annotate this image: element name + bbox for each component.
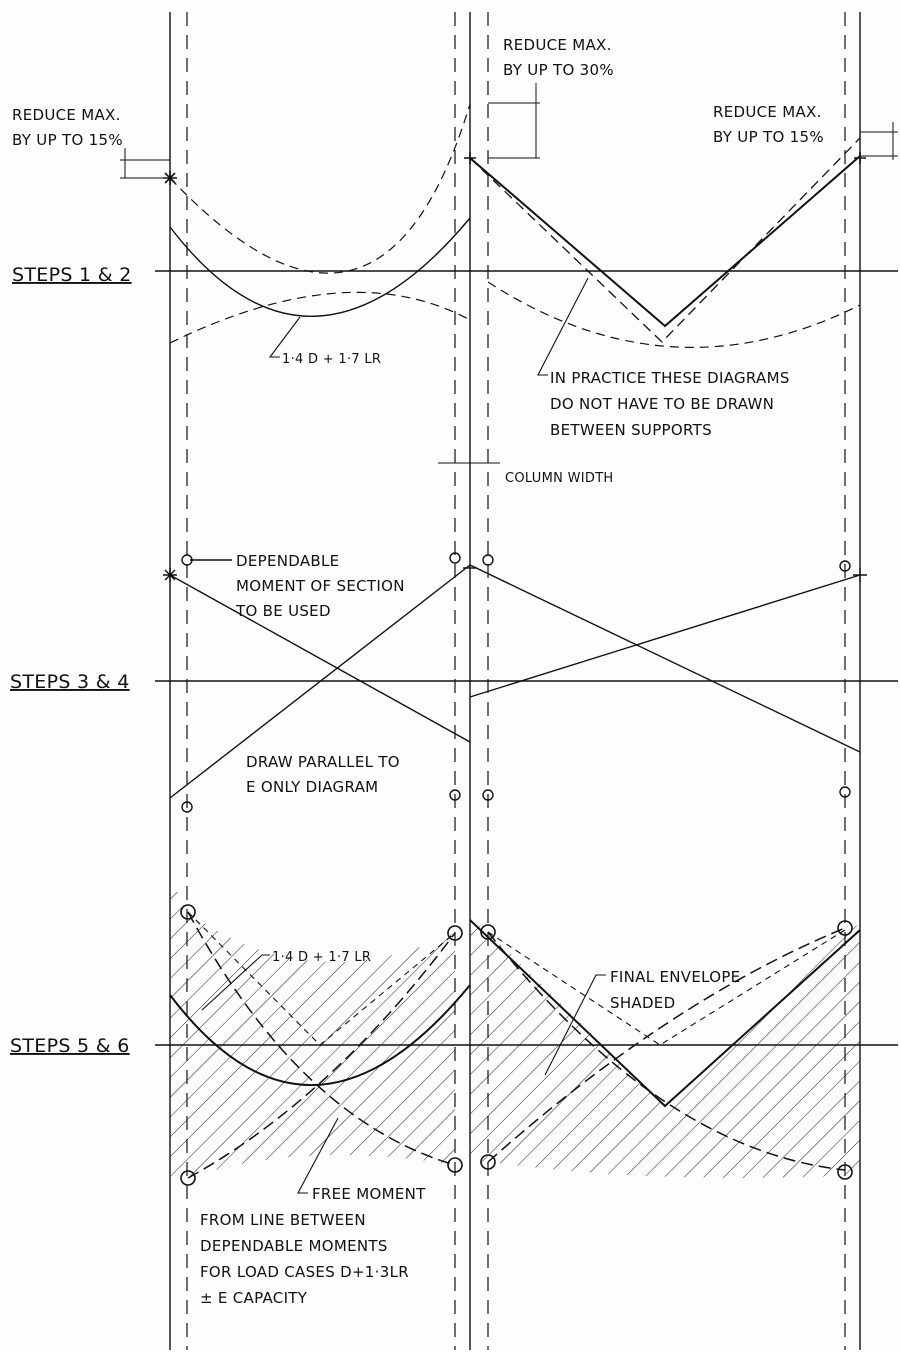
envelope-marker-5 [180, 1170, 196, 1186]
practice-line1: IN PRACTICE THESE DIAGRAMS [550, 369, 790, 387]
moment-line-right-down [469, 564, 861, 753]
moment-v-solid [469, 155, 861, 328]
final-line2: SHADED [610, 994, 675, 1012]
free-moment-curve-left-b [187, 911, 456, 1166]
reduce-right-line1: REDUCE MAX. [713, 103, 822, 121]
moment-line-left-down [169, 574, 471, 743]
free-moment-curve-right [487, 927, 846, 1163]
envelope-marker-7 [480, 1154, 496, 1170]
leader-combo-top [268, 316, 301, 358]
star-marker-left [163, 171, 177, 185]
envelope-marker-4 [837, 920, 853, 936]
dashed-diag-2 [487, 929, 846, 1046]
combo-top-label: 1·4 D + 1·7 LR [282, 352, 381, 367]
dependable-marker-5 [181, 801, 193, 813]
envelope-marker-1 [180, 904, 196, 920]
final-line1: FINAL ENVELOPE [610, 968, 740, 986]
steps-56-curves [169, 911, 861, 1194]
steps-56-envelope [170, 878, 860, 1180]
free-moment-line2: FROM LINE BETWEEN [200, 1211, 366, 1229]
dashed-curve-left-high [169, 103, 471, 274]
reduce-mid-line2: BY UP TO 30% [503, 61, 614, 79]
free-moment-line4: FOR LOAD CASES D+1·3LR [200, 1263, 409, 1281]
parallel-line1: DRAW PARALLEL TO [246, 753, 400, 771]
gravity-moment-curve-left [169, 217, 471, 317]
steps-56-markers [180, 904, 853, 1186]
dependable-line1: DEPENDABLE [236, 552, 339, 570]
steps-12-leaders [268, 277, 589, 464]
envelope-marker-8 [837, 1164, 853, 1180]
combo-bottom-label: 1·4 D + 1·7 LR [272, 950, 371, 965]
steps-12-curves [120, 83, 898, 348]
star-marker-right [854, 152, 866, 164]
dependable-marker-7 [482, 789, 494, 801]
free-moment-curve-left [187, 932, 456, 1179]
dependable-marker-2 [449, 552, 461, 564]
dashed-curve-left-low [169, 291, 471, 344]
star-marker-mid [464, 152, 476, 164]
steps-34-label: STEPS 3 & 4 [10, 671, 130, 693]
free-moment-curve-right-b [487, 931, 846, 1171]
gravity-moment-curve-bottom [169, 984, 471, 1087]
steps-34-markers [163, 552, 867, 813]
moment-v-dashed [469, 137, 861, 343]
reduce-mid-line1: REDUCE MAX. [503, 36, 612, 54]
dependable-marker-4 [839, 560, 851, 572]
leader-final [544, 974, 606, 1076]
column-width-label: COLUMN WIDTH [505, 471, 614, 486]
dependable-line2: MOMENT OF SECTION [236, 577, 405, 595]
dependable-marker-1 [181, 554, 193, 566]
free-moment-line1: FREE MOMENT [312, 1185, 426, 1203]
reduce-left-line1: REDUCE MAX. [12, 106, 121, 124]
practice-line3: BETWEEN SUPPORTS [550, 421, 712, 439]
free-moment-line3: DEPENDABLE MOMENTS [200, 1237, 388, 1255]
reduce-left-line2: BY UP TO 15% [12, 131, 123, 149]
leader-combo-bottom [201, 954, 270, 1011]
leader-free-moment [297, 1117, 339, 1194]
free-moment-line5: ± E CAPACITY [200, 1289, 308, 1307]
moment-line-right-up [469, 574, 861, 698]
envelope-marker-3 [480, 924, 496, 940]
practice-line2: DO NOT HAVE TO BE DRAWN [550, 395, 774, 413]
final-envelope-right [470, 920, 860, 1179]
dependable-marker-3 [482, 554, 494, 566]
dependable-line3: TO BE USED [235, 602, 331, 620]
step-labels: STEPS 1 & 2 STEPS 3 & 4 STEPS 5 & 6 [10, 264, 132, 1057]
envelope-marker-6 [447, 1157, 463, 1173]
final-envelope-left [170, 878, 455, 1180]
steps-34-lines [169, 559, 861, 799]
dashed-diag-1 [187, 911, 456, 1046]
annotations: REDUCE MAX. BY UP TO 15% REDUCE MAX. BY … [12, 36, 824, 1307]
reduce-right-line2: BY UP TO 15% [713, 128, 824, 146]
steps-12-markers [163, 152, 866, 185]
steps-56-label: STEPS 5 & 6 [10, 1035, 130, 1057]
envelope-marker-2 [447, 925, 463, 941]
dashed-curve-right-low [487, 281, 861, 348]
moment-v-bottom [469, 919, 861, 1108]
parallel-line2: E ONLY DIAGRAM [246, 778, 378, 796]
steps-12-label: STEPS 1 & 2 [12, 264, 132, 286]
baselines [155, 270, 898, 1046]
dependable-marker-8 [839, 786, 851, 798]
leader-practice [537, 277, 589, 376]
dependable-marker-6 [449, 789, 461, 801]
moment-line-left-up [169, 564, 471, 799]
